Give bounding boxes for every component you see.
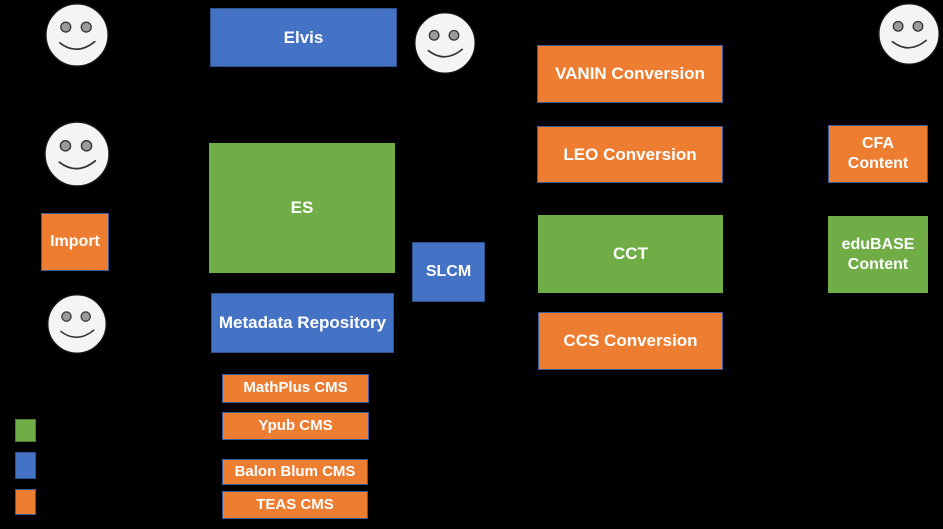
node-teas-cms: TEAS CMS <box>222 491 368 519</box>
legend-blue-swatch <box>15 452 36 479</box>
node-elvis: Elvis <box>210 8 397 67</box>
node-cfa-content: CFA Content <box>828 125 928 183</box>
legend-green-swatch <box>15 419 36 442</box>
node-ccs-conversion: CCS Conversion <box>538 312 723 370</box>
smiley-face-icon <box>44 2 110 68</box>
legend-orange-swatch <box>15 489 36 515</box>
node-es: ES <box>209 143 395 273</box>
smiley-face-icon <box>43 120 111 188</box>
smiley-face-icon <box>877 2 941 66</box>
node-cct: CCT <box>538 215 723 293</box>
node-metadata-repository: Metadata Repository <box>211 293 394 353</box>
node-slcm: SLCM <box>412 242 485 302</box>
smiley-face-icon <box>46 293 108 355</box>
node-balon-blum-cms: Balon Blum CMS <box>222 459 368 485</box>
smiley-face-icon <box>413 11 477 75</box>
node-ypub-cms: Ypub CMS <box>222 412 369 440</box>
node-vanin-conversion: VANIN Conversion <box>537 45 723 103</box>
node-leo-conversion: LEO Conversion <box>537 126 723 183</box>
node-edubase-content: eduBASE Content <box>828 216 928 293</box>
node-import: Import <box>41 213 109 271</box>
node-mathplus-cms: MathPlus CMS <box>222 374 369 403</box>
